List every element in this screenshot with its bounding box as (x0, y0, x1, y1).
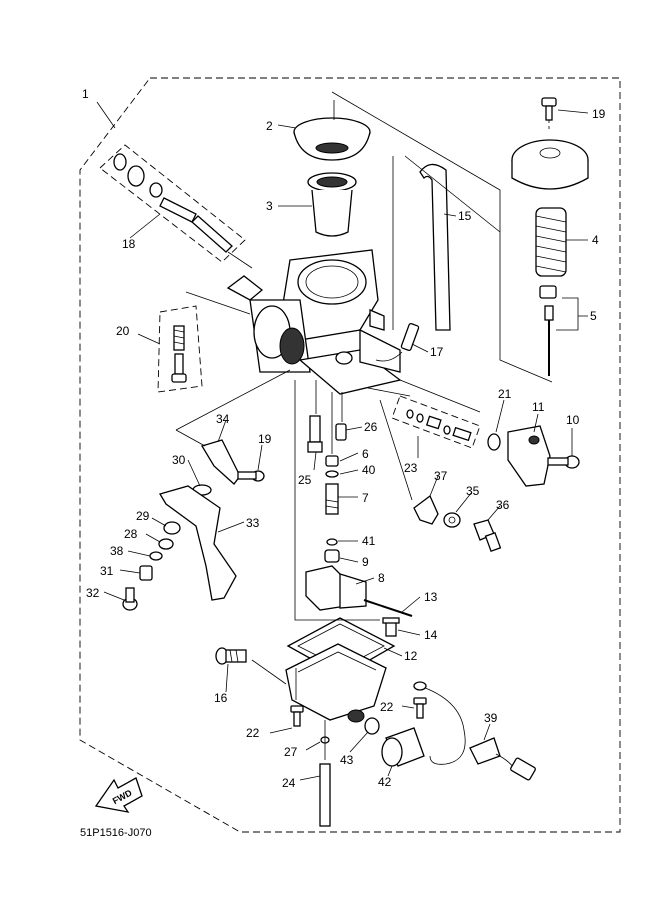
callout-13: 13 (424, 590, 438, 604)
part-21-o-ring (487, 433, 501, 451)
callout-33: 33 (246, 516, 260, 530)
callout-5: 5 (590, 309, 597, 323)
part-4-spring (535, 207, 567, 277)
part-3-piston (307, 172, 357, 237)
part-7 (325, 483, 339, 515)
callout-1: 1 (82, 87, 89, 101)
callout-14: 14 (424, 628, 438, 642)
part-6 (325, 455, 339, 467)
callout-29: 29 (136, 509, 150, 523)
callout-7: 7 (362, 491, 369, 505)
forward-arrow-icon: FWD (94, 777, 143, 813)
part-11-sensor (507, 425, 551, 487)
part-22-screw-right (413, 697, 427, 719)
part-19-screw-left (237, 470, 265, 482)
part-33-cable-bracket (159, 485, 237, 601)
drawing-code: 51P1516-J070 (80, 827, 152, 839)
callout-27: 27 (284, 745, 298, 759)
callout-26: 26 (364, 420, 378, 434)
part-42-heater (381, 727, 425, 767)
part-36-sensor (473, 519, 502, 553)
callout-18: 18 (122, 237, 136, 251)
callout-39: 39 (484, 711, 498, 725)
callout-36: 36 (496, 498, 510, 512)
callout-labels: 1 2 3 4 5 6 7 8 9 10 11 12 13 14 15 16 1… (82, 87, 606, 790)
callout-leaders (103, 109, 589, 781)
callout-11: 11 (532, 400, 545, 414)
callout-43: 43 (340, 753, 354, 767)
callout-2: 2 (266, 119, 273, 133)
part-19-screw-top (541, 97, 557, 132)
callout-8: 8 (378, 571, 385, 585)
callout-28: 28 (124, 527, 138, 541)
callout-35: 35 (466, 484, 480, 498)
part-24-tube (319, 763, 331, 827)
callout-12: 12 (404, 649, 418, 663)
callout-32: 32 (86, 586, 100, 600)
part-10-screw (547, 455, 580, 469)
part-15-hose (419, 163, 451, 331)
part-20-stop-screw (157, 305, 203, 393)
part-28 (158, 538, 174, 550)
callout-30: 30 (172, 453, 186, 467)
callout-31: 31 (100, 564, 114, 578)
part-32-screw (122, 587, 138, 611)
part-5-jet-needle (539, 285, 557, 376)
part-18-pilot-screw (99, 144, 246, 263)
part-38 (149, 551, 163, 561)
part-40 (325, 470, 339, 478)
part-29 (163, 521, 181, 535)
callout-9: 9 (362, 555, 369, 569)
part-top-cover (511, 139, 589, 190)
callout-19-left: 19 (258, 432, 272, 446)
part-2-diaphragm (293, 117, 371, 161)
part-34-lever (201, 439, 241, 485)
callout-17: 17 (430, 345, 444, 359)
callout-4: 4 (592, 233, 599, 247)
callout-40: 40 (362, 463, 376, 477)
callout-6: 6 (362, 447, 369, 461)
callout-21: 21 (498, 387, 512, 401)
part-22-screw-left (290, 705, 304, 727)
part-25-needle-jet (307, 415, 323, 453)
callout-16: 16 (214, 691, 228, 705)
carburetor-body (226, 249, 402, 395)
callout-41: 41 (362, 534, 376, 548)
part-43-o-ring (364, 717, 380, 735)
callout-37: 37 (434, 469, 448, 483)
callout-24: 24 (282, 776, 296, 790)
assembly-boundary (79, 77, 621, 833)
callout-25: 25 (298, 473, 312, 487)
callout-38: 38 (110, 544, 124, 558)
callout-23: 23 (404, 461, 418, 475)
callout-42: 42 (378, 775, 392, 789)
assembly-lines (175, 91, 553, 760)
part-31 (139, 565, 153, 581)
part-9 (324, 549, 340, 563)
callout-15: 15 (458, 209, 472, 223)
callout-22-right: 22 (380, 700, 394, 714)
callout-34: 34 (216, 412, 230, 426)
part-26-jet (335, 423, 347, 441)
part-23-screw-set (391, 395, 481, 449)
callout-3: 3 (266, 199, 273, 213)
callout-19-top: 19 (592, 107, 606, 121)
part-8-float (305, 565, 413, 637)
part-39-harness (413, 681, 536, 781)
part-17-fitting (375, 322, 420, 362)
part-16-drain-screw (215, 647, 247, 665)
main-jet-stack (324, 455, 340, 563)
part-35-washer (443, 512, 461, 528)
float-bowl (285, 643, 387, 723)
part-37-bracket (413, 494, 439, 525)
callout-22-left: 22 (246, 726, 260, 740)
part-41 (326, 538, 338, 546)
leader-1 (96, 101, 116, 129)
callout-20: 20 (116, 324, 130, 338)
callout-10: 10 (566, 413, 580, 427)
